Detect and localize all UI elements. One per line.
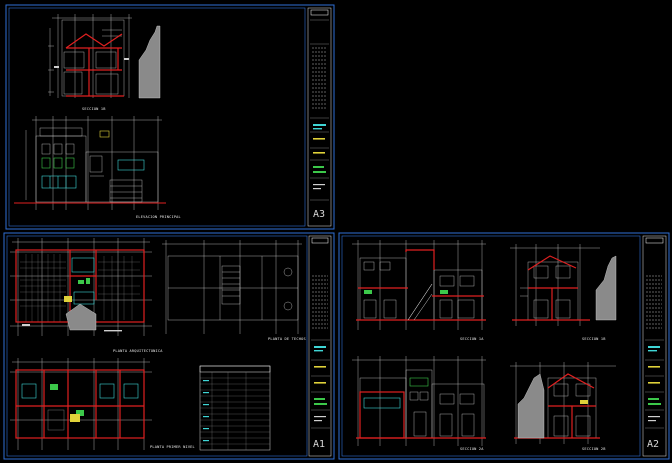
caption-section-a2-2: SECCION 1B <box>582 337 606 341</box>
title-block-a2 <box>642 235 667 457</box>
title-block-a1 <box>308 235 332 457</box>
plan-upper <box>10 358 152 450</box>
caption-section-a2-3: SECCION 2A <box>460 447 484 451</box>
caption-plan-roof: PLANTA DE TECHOS <box>268 337 306 341</box>
plan-roof <box>162 240 302 334</box>
caption-elevation: ELEVACION PRINCIPAL <box>136 215 181 219</box>
title-block-a3 <box>307 7 332 227</box>
caption-section-a2-1: SECCION 1A <box>460 337 484 341</box>
section-a2-2 <box>510 244 617 326</box>
caption-plan-upper: PLANTA PRIMER NIVEL <box>150 445 195 449</box>
sheet-number-a2: A2 <box>647 439 660 450</box>
sheet-a2 <box>338 232 670 460</box>
caption-section-a3: SECCION 1B <box>82 107 106 111</box>
section-a3-top <box>48 14 161 99</box>
section-a2-4 <box>510 362 616 444</box>
caption-section-a2-4: SECCION 2B <box>582 447 606 451</box>
section-a2-3 <box>352 356 486 446</box>
elevation-a3 <box>14 116 166 210</box>
sheet-a3 <box>5 4 335 230</box>
sheet-number-a1: A1 <box>313 439 326 450</box>
caption-plan-ground: PLANTA ARQUITECTONICA <box>113 349 163 353</box>
schedule-table <box>199 365 271 451</box>
section-a2-1 <box>352 240 486 330</box>
plan-ground <box>10 238 152 336</box>
sheet-a1 <box>3 232 335 460</box>
sheet-number-a3: A3 <box>313 209 326 220</box>
